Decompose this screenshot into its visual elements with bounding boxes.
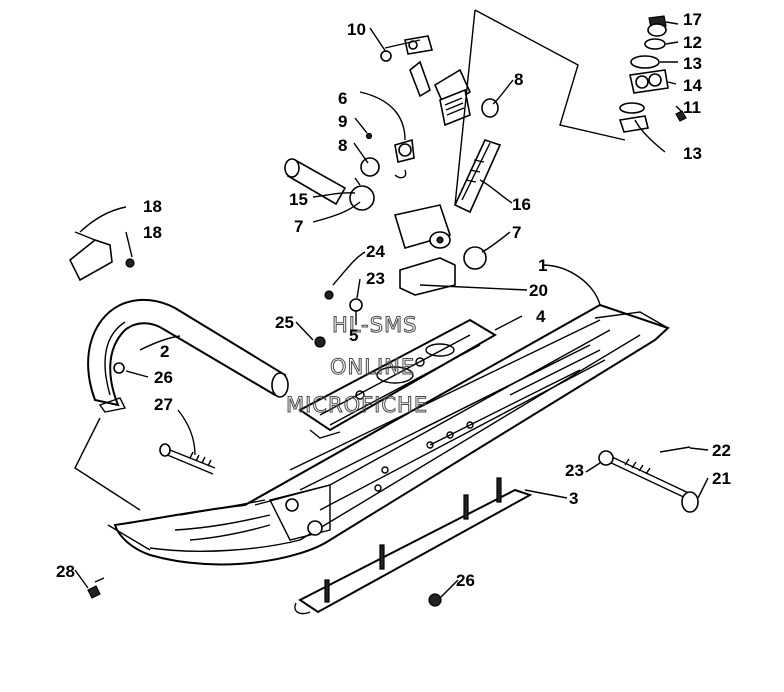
spindle-saddle <box>284 132 487 296</box>
label-part-22: 22 <box>712 441 731 460</box>
label-part-23-upper: 23 <box>366 269 385 288</box>
upper-bracket <box>380 35 499 127</box>
label-part-27: 27 <box>154 395 173 414</box>
label-part-4: 4 <box>536 307 546 326</box>
label-part-25: 25 <box>275 313 294 332</box>
label-part-7-right: 7 <box>512 223 521 242</box>
label-part-20: 20 <box>529 281 548 300</box>
bolt-21 <box>598 446 699 513</box>
label-part-3: 3 <box>569 489 578 508</box>
label-part-7-left: 7 <box>294 217 303 236</box>
label-part-26-upper: 26 <box>154 368 173 387</box>
label-part-14: 14 <box>683 76 702 95</box>
label-part-28: 28 <box>56 562 75 581</box>
label-part-13-lower: 13 <box>683 144 702 163</box>
bolt-27 <box>159 443 216 475</box>
watermark-line-2: ONLINE <box>330 355 415 379</box>
label-part-1: 1 <box>538 256 547 275</box>
label-part-17: 17 <box>683 10 702 29</box>
label-part-5: 5 <box>349 326 358 345</box>
ski-body <box>113 303 670 566</box>
label-part-18-lower: 18 <box>143 223 162 242</box>
label-part-24: 24 <box>366 242 385 261</box>
watermark: HL-SMS ONLINE MICROFICHE <box>286 313 428 418</box>
label-part-2: 2 <box>160 342 169 361</box>
side-bracket <box>68 231 135 282</box>
part-labels: 10 6 9 8 8 15 7 7 16 17 12 13 14 11 13 1… <box>56 10 731 590</box>
label-part-10: 10 <box>347 20 366 39</box>
label-part-8-right: 8 <box>514 70 523 89</box>
label-part-18-upper: 18 <box>143 197 162 216</box>
ski-loop <box>87 298 289 413</box>
label-part-26-lower: 26 <box>456 571 475 590</box>
label-part-6: 6 <box>338 89 347 108</box>
label-part-23-lower: 23 <box>565 461 584 480</box>
label-part-15: 15 <box>289 190 308 209</box>
wear-bar <box>294 477 533 615</box>
label-part-13-upper: 13 <box>683 54 702 73</box>
label-part-16: 16 <box>512 195 531 214</box>
fasteners <box>87 290 442 607</box>
king-pin-cluster <box>618 15 687 133</box>
label-part-8-left: 8 <box>338 136 347 155</box>
watermark-line-1: HL-SMS <box>332 313 417 337</box>
label-part-11: 11 <box>683 98 701 117</box>
watermark-line-3: MICROFICHE <box>286 393 428 417</box>
steering-arm <box>453 139 502 214</box>
label-part-12: 12 <box>683 33 702 52</box>
label-part-21: 21 <box>712 469 731 488</box>
mounting-plate <box>298 318 497 439</box>
leader-lines <box>74 9 709 599</box>
label-part-9: 9 <box>338 112 347 131</box>
